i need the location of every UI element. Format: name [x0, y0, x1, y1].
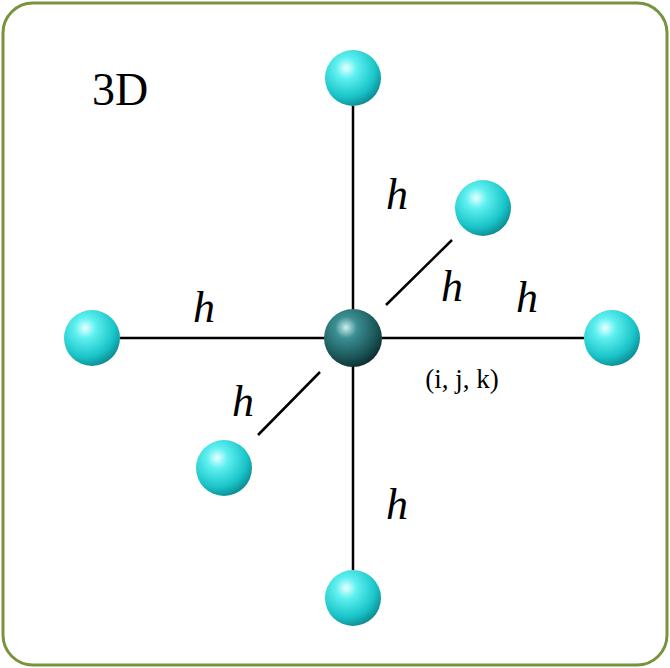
spacing-label: h	[441, 265, 463, 309]
neighbor-sphere	[584, 310, 640, 366]
dimension-label: 3D	[92, 67, 148, 113]
spacing-label: h	[386, 483, 408, 527]
spacing-label: h	[193, 286, 215, 330]
depth-arm-front	[258, 372, 320, 435]
neighbor-sphere	[325, 50, 381, 106]
neighbor-points	[64, 50, 640, 626]
index-label: (i, j, k)	[425, 366, 499, 393]
spacing-label: h	[386, 173, 408, 217]
stencil-arms	[120, 106, 584, 570]
frame	[3, 3, 667, 665]
spacing-label: h	[516, 276, 538, 320]
neighbor-sphere	[196, 440, 252, 496]
center-sphere	[324, 309, 382, 367]
neighbor-sphere	[455, 180, 511, 236]
neighbor-sphere	[64, 310, 120, 366]
spacing-label: h	[232, 380, 254, 424]
neighbor-sphere	[325, 570, 381, 626]
